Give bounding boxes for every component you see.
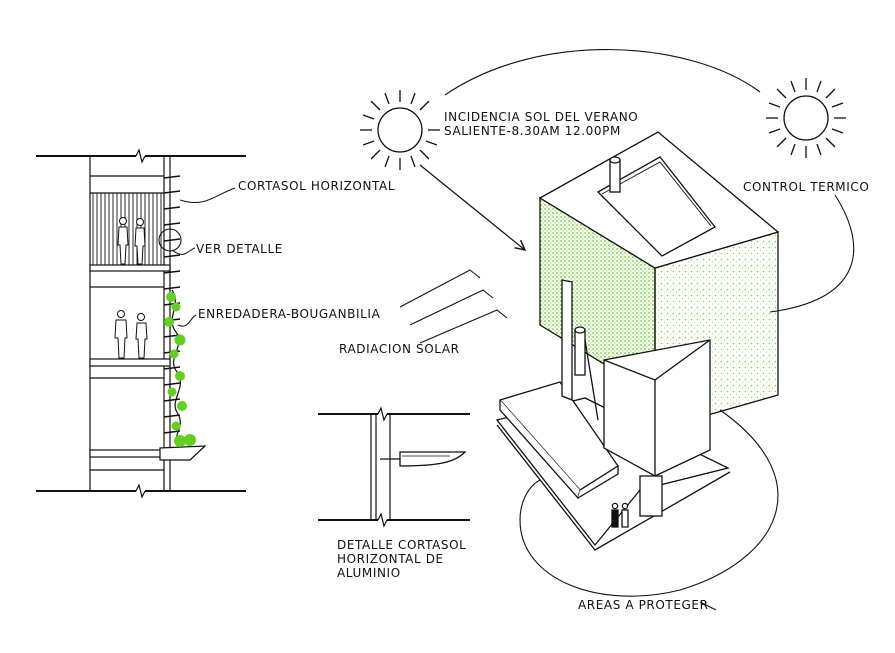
leader-lines-left <box>171 187 236 327</box>
sun-incidence-arrow <box>419 164 525 250</box>
solar-radiation-steps <box>399 269 508 344</box>
building-section <box>36 148 246 499</box>
label-cortasol-horizontal: CORTASOL HORIZONTAL <box>238 179 396 193</box>
sun-path-arc <box>444 49 761 96</box>
label-radiacion-solar: RADIACION SOLAR <box>339 342 460 356</box>
label-control-termico: CONTROL TERMICO <box>743 180 870 194</box>
label-areas-proteger: AREAS A PROTEGER <box>578 598 709 612</box>
leader-lines-right <box>519 194 855 611</box>
label-summer-sun-line-2: SALIENTE-8.30AM 12.00PM <box>444 124 621 138</box>
people-middle-floor <box>114 310 148 359</box>
sun-left <box>360 90 440 170</box>
label-detalle-cortasol-line-2: HORIZONTAL DE <box>337 552 444 566</box>
label-enredadera: ENREDADERA-BOUGANBILIA <box>198 307 381 321</box>
label-detalle-cortasol-line-1: DETALLE CORTASOL <box>337 538 467 552</box>
label-ver-detalle: VER DETALLE <box>196 242 283 256</box>
people-upper-floor <box>117 217 146 265</box>
label-summer-sun: INCIDENCIA SOL DEL VERANO SALIENTE-8.30A… <box>444 110 638 138</box>
building-isometric <box>495 131 780 551</box>
detail-callout-circle <box>158 228 182 252</box>
label-detalle-cortasol-line-3: ALUMINIO <box>337 566 401 580</box>
label-detalle-cortasol: DETALLE CORTASOL HORIZONTAL DE ALUMINIO <box>337 538 466 580</box>
label-summer-sun-line-1: INCIDENCIA SOL DEL VERANO <box>444 110 639 124</box>
cortasol-detail-drawing <box>318 406 470 528</box>
bougainvillea-vine <box>164 289 196 447</box>
sun-right <box>766 78 846 158</box>
